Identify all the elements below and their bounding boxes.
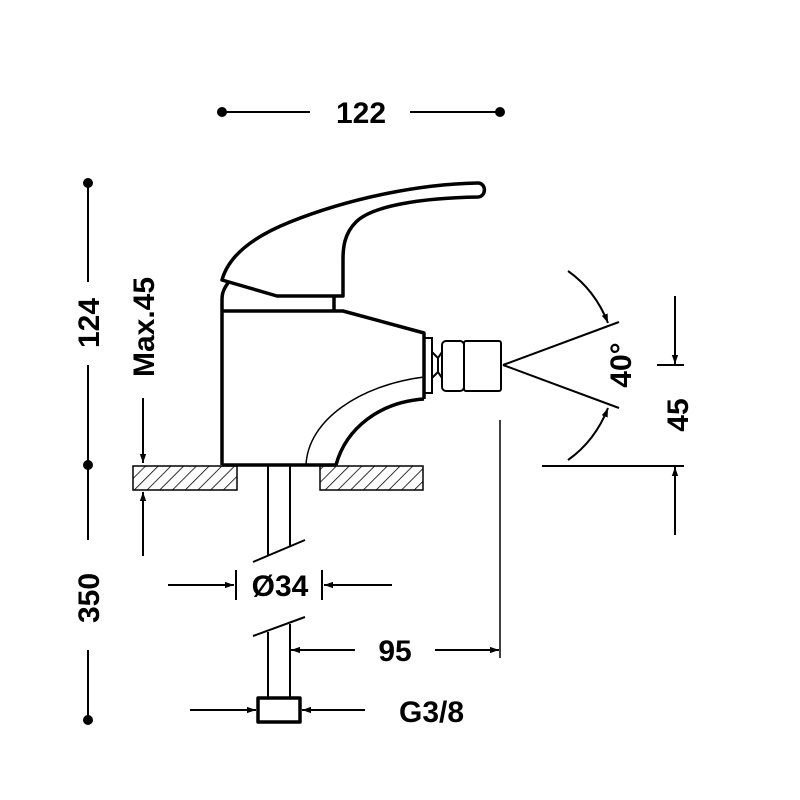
- nozzle-head: [463, 340, 502, 392]
- dimension-reach: 95: [291, 420, 501, 668]
- reach-label: 95: [378, 635, 411, 668]
- pipe-length-label: 350: [73, 573, 106, 623]
- countertop: [132, 465, 424, 491]
- nozzle-collar: [423, 337, 433, 394]
- dimension-height: 124 350: [73, 178, 106, 725]
- dimension-hole-diameter: Ø34: [168, 570, 392, 603]
- width-label: 122: [336, 97, 386, 130]
- lever-handle: [220, 181, 487, 298]
- supply-pipe: [252, 466, 306, 724]
- dimension-width: 122: [217, 97, 505, 130]
- dimension-spray-height: 45: [542, 296, 695, 535]
- dimension-deck-thickness: Max.45: [128, 277, 161, 556]
- nozzle-ring: [441, 340, 465, 392]
- spray-angle: 40°: [502, 270, 638, 461]
- spray-angle-label: 40°: [605, 342, 638, 387]
- spray-height-label: 45: [662, 398, 695, 431]
- max-deck-label: Max.45: [128, 277, 161, 377]
- dimension-connection: G3/8: [190, 696, 464, 729]
- faucet-body: [220, 181, 502, 467]
- height-label: 124: [73, 298, 106, 348]
- pipe-connector: [256, 696, 302, 724]
- hole-diameter-label: Ø34: [252, 570, 309, 603]
- connection-label: G3/8: [399, 696, 464, 729]
